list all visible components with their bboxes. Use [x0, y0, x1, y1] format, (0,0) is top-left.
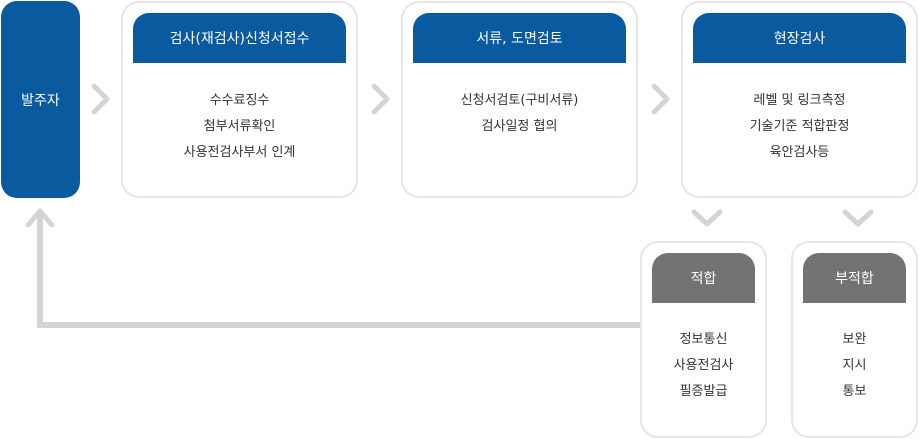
arrow-up-icon: [25, 208, 55, 228]
client-node: 발주자: [1, 1, 80, 198]
step-items: 레벨 및 링크측정 기술기준 적합판정 육안검사등: [683, 88, 916, 166]
outcome-card-pass: 적합 정보통신 사용전검사 필증발급: [640, 241, 767, 438]
return-line: [37, 215, 640, 328]
outcome-item: 정보통신: [679, 332, 728, 347]
step-item: 검사일정 협의: [481, 119, 558, 134]
outcome-item: 통보: [842, 384, 867, 399]
step-item: 육안검사등: [769, 145, 830, 160]
outcome-card-fail: 부적합 보완 지시 통보: [791, 241, 918, 438]
step-title: 현장검사: [693, 13, 906, 63]
chevron-right-icon: [91, 83, 110, 115]
outcome-item: 사용전검사: [673, 358, 734, 373]
outcome-items: 정보통신 사용전검사 필증발급: [642, 327, 765, 405]
step-card-application: 검사(재검사)신청서접수 수수료징수 첨부서류확인 사용전검사부서 인계: [121, 1, 358, 198]
step-card-document-review: 서류, 도면검토 신청서검토(구비서류) 검사일정 협의: [401, 1, 638, 198]
client-label: 발주자: [21, 92, 60, 109]
step-items: 수수료징수 첨부서류확인 사용전검사부서 인계: [123, 88, 356, 166]
step-title: 검사(재검사)신청서접수: [133, 13, 346, 63]
step-item: 레벨 및 링크측정: [753, 93, 846, 108]
outcome-item: 보완: [842, 332, 867, 347]
outcome-items: 보완 지시 통보: [793, 327, 916, 405]
step-item: 수수료징수: [209, 93, 270, 108]
step-items: 신청서검토(구비서류) 검사일정 협의: [403, 88, 636, 140]
outcome-title: 부적합: [803, 253, 906, 303]
step-item: 첨부서류확인: [203, 119, 276, 134]
outcome-item: 지시: [842, 358, 867, 373]
outcome-title: 적합: [652, 253, 755, 303]
chevron-right-icon: [651, 83, 670, 115]
outcome-item: 필증발급: [679, 384, 728, 399]
chevron-down-icon: [691, 209, 723, 227]
step-card-field-inspection: 현장검사 레벨 및 링크측정 기술기준 적합판정 육안검사등: [681, 1, 918, 198]
step-item: 기술기준 적합판정: [749, 119, 850, 134]
step-item: 신청서검토(구비서류): [460, 93, 579, 108]
chevron-right-icon: [371, 83, 390, 115]
chevron-down-icon: [842, 209, 874, 227]
step-item: 사용전검사부서 인계: [183, 145, 296, 160]
step-title: 서류, 도면검토: [413, 13, 626, 63]
